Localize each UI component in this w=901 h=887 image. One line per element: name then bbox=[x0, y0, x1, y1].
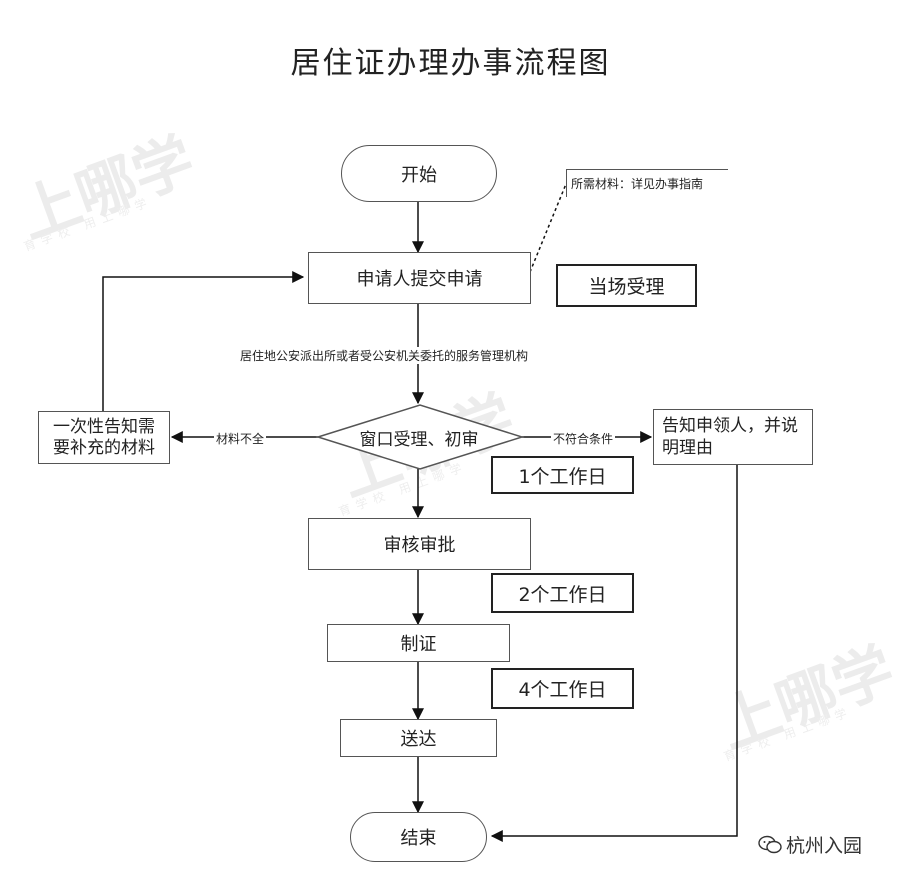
duration-window: 1个工作日 bbox=[491, 456, 634, 494]
edge-supplement-submit bbox=[102, 271, 305, 411]
duration-review: 2个工作日 bbox=[491, 573, 634, 613]
duration-issue: 4个工作日 bbox=[491, 668, 634, 709]
materials-note: 所需材料：详见办事指南 bbox=[566, 169, 728, 197]
issue-node: 制证 bbox=[327, 624, 510, 662]
note-link bbox=[529, 183, 567, 273]
diagram-title: 居住证办理办事流程图 bbox=[290, 46, 611, 81]
edge-notify-end bbox=[490, 465, 738, 842]
wechat-icon bbox=[758, 835, 782, 853]
account-name: 杭州入园 bbox=[786, 835, 863, 857]
start-node: 开始 bbox=[341, 145, 497, 202]
account-footer: 杭州入园 bbox=[758, 831, 862, 858]
review-node: 审核审批 bbox=[308, 518, 531, 570]
end-node: 结束 bbox=[350, 812, 487, 862]
deliver-node: 送达 bbox=[340, 719, 497, 757]
onsite-acceptance-box: 当场受理 bbox=[556, 264, 697, 307]
decision-label: 窗口受理、初审 bbox=[359, 429, 479, 450]
agency-label: 居住地公安派出所或者受公安机关委托的服务管理机构 bbox=[238, 347, 531, 364]
submit-node: 申请人提交申请 bbox=[308, 252, 531, 304]
notify-node: 告知申领人，并说明理由 bbox=[653, 409, 813, 465]
supplement-node: 一次性告知需要补充的材料 bbox=[38, 411, 170, 464]
decision-diamond bbox=[315, 404, 525, 470]
noncompliant-label: 不符合条件 bbox=[551, 430, 616, 447]
incomplete-label: 材料不全 bbox=[214, 430, 267, 447]
